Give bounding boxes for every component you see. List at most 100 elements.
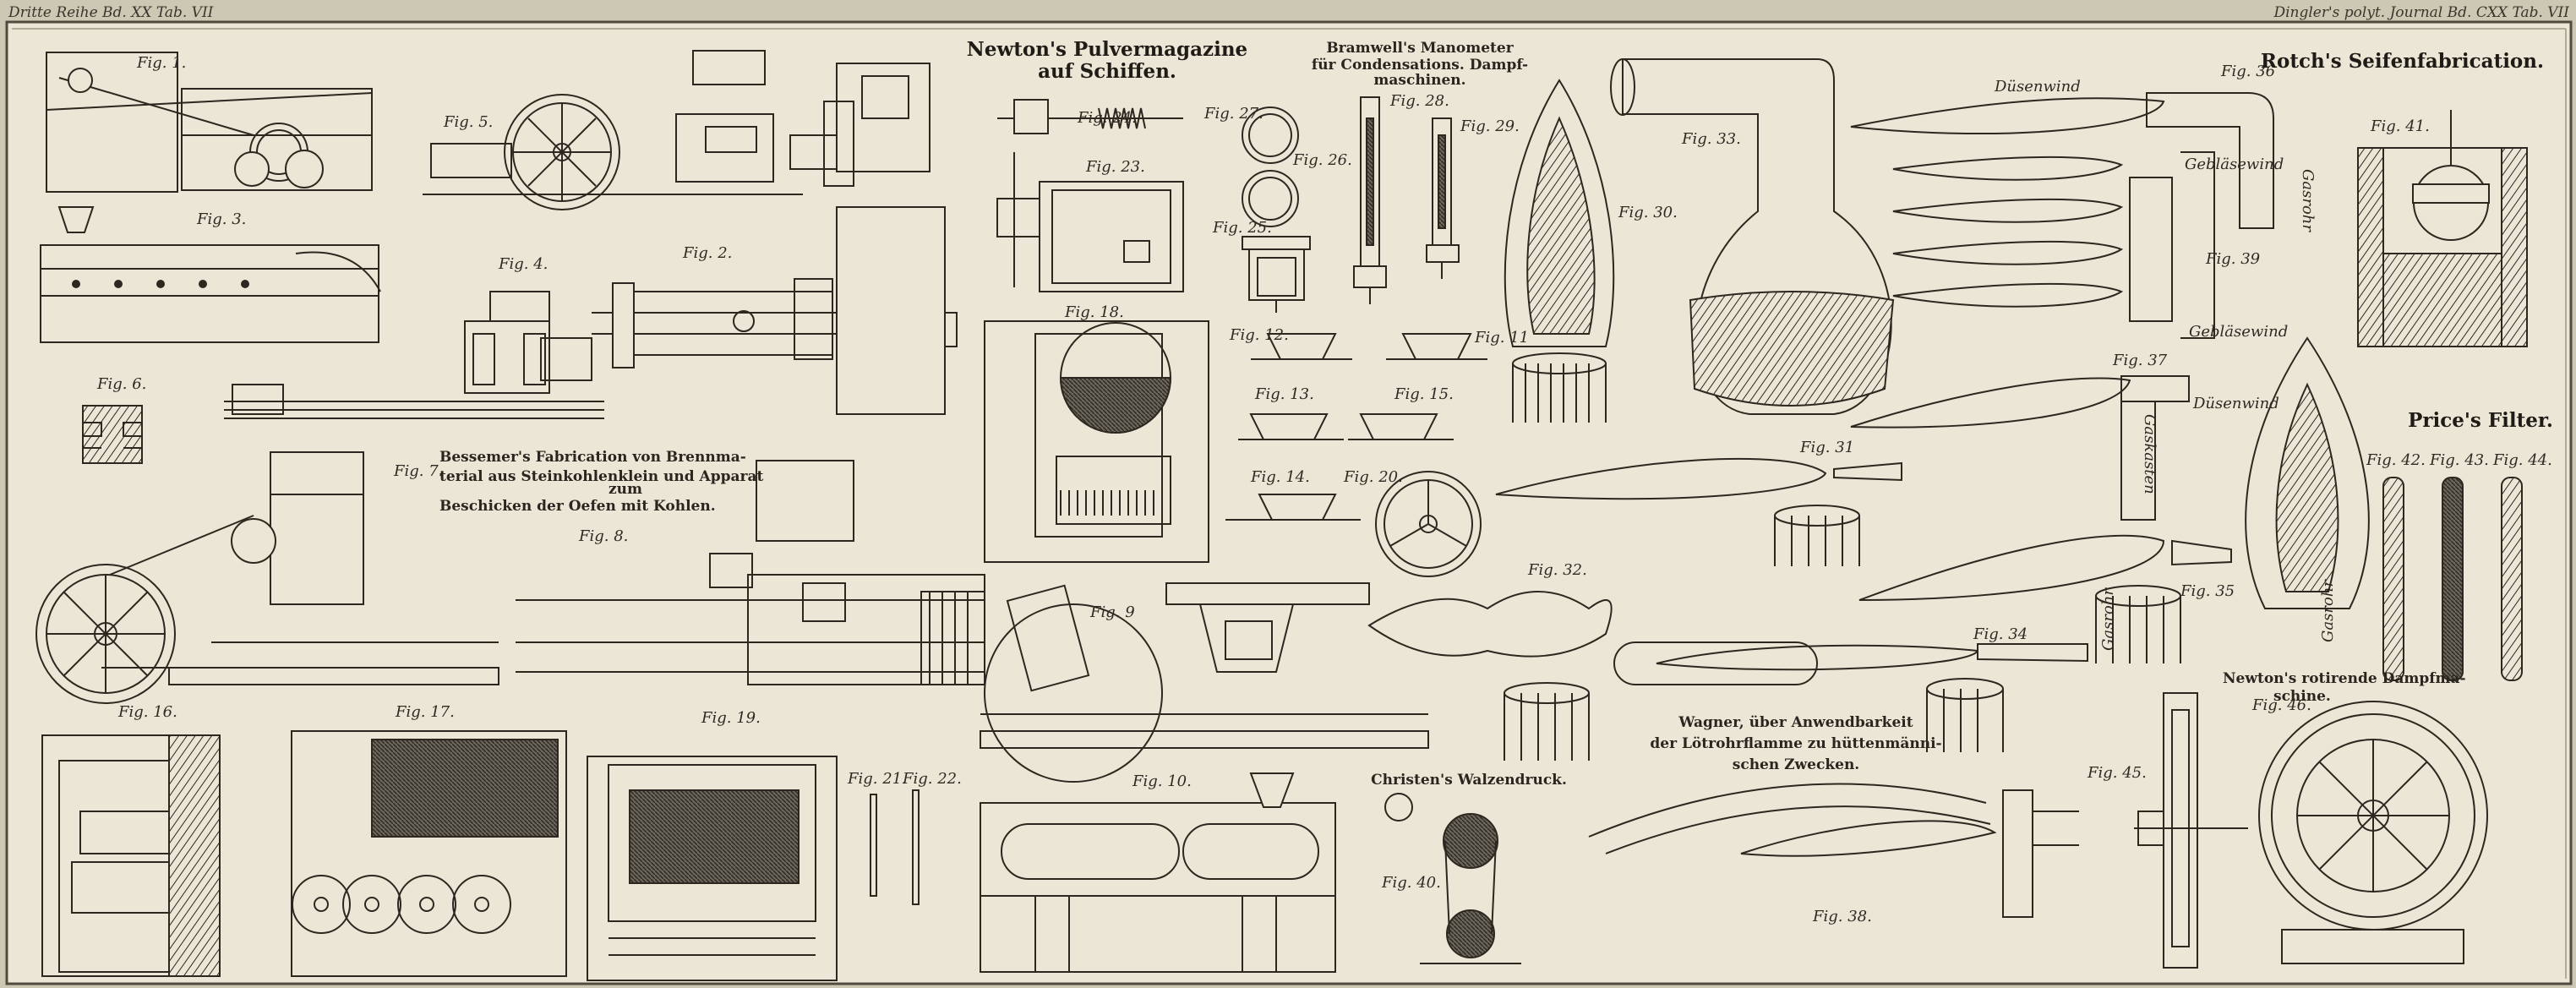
plate-header-left: Dritte Reihe Bd. XX Tab. VII bbox=[8, 4, 214, 21]
tall-frame-drawing bbox=[836, 63, 958, 415]
fig-23-label: Fig. 23. bbox=[1085, 158, 1145, 176]
fig-39-label: Fig. 39 bbox=[2205, 250, 2260, 268]
fig-11-label: Fig. 11 bbox=[1474, 329, 1529, 347]
fig-31-drawing bbox=[1495, 457, 1902, 566]
fig-11-15-drawing bbox=[1225, 333, 1487, 521]
newton-pulvermagazine-title: Newton's Pulvermagazine auf Schiffen. bbox=[967, 38, 1247, 83]
fig-7-label: Fig. 7. bbox=[393, 462, 443, 480]
fig-10-drawing bbox=[980, 772, 1336, 973]
fig-4-label: Fig. 4. bbox=[498, 255, 548, 273]
fig-40-label: Fig. 40. bbox=[1381, 874, 1441, 892]
fig-36-39-drawing bbox=[1850, 92, 2274, 339]
fig-8-label: Fig. 8. bbox=[578, 527, 628, 545]
fig-15-label: Fig. 15. bbox=[1394, 385, 1454, 403]
fig-1-label: Fig. 1. bbox=[136, 54, 186, 72]
svg-text:Newton's Pulvermagazine: Newton's Pulvermagazine bbox=[967, 38, 1247, 61]
svg-text:Bessemer's Fabrication von Bre: Bessemer's Fabrication von Brennma- bbox=[439, 449, 746, 466]
fig-31-label: Fig. 31 bbox=[1799, 439, 1854, 456]
fig-17-label: Fig. 17. bbox=[395, 703, 455, 721]
fig-1-drawing bbox=[46, 52, 373, 193]
fig-17-drawing bbox=[291, 730, 567, 977]
label-duesenwind-mid: Düsenwind bbox=[2192, 395, 2279, 412]
fig-32-drawing bbox=[1367, 591, 1613, 761]
svg-text:maschinen.: maschinen. bbox=[1373, 72, 1465, 89]
fig-45-label: Fig. 45. bbox=[2087, 764, 2147, 782]
fig-36-label: Fig. 36 bbox=[2220, 63, 2275, 80]
fig-23-drawing bbox=[996, 152, 1184, 292]
fig-22-label: Fig. 22. bbox=[902, 770, 962, 788]
fig-2-drawing bbox=[592, 278, 837, 368]
fig-38-drawing bbox=[1588, 783, 2079, 918]
svg-text:der Lötrohrflamme zu hüttenmän: der Lötrohrflamme zu hüttenmänni- bbox=[1650, 735, 1941, 752]
svg-text:Bramwell's Manometer: Bramwell's Manometer bbox=[1326, 40, 1514, 57]
fig-42-label: Fig. 42. bbox=[2366, 451, 2426, 469]
fig-28-drawing bbox=[1353, 96, 1387, 304]
fig-16-label: Fig. 16. bbox=[117, 703, 177, 721]
fig-13-label: Fig. 13. bbox=[1254, 385, 1314, 403]
fig-43-label: Fig. 43. bbox=[2429, 451, 2489, 469]
fig-7-drawing bbox=[35, 451, 499, 704]
svg-text:zum: zum bbox=[609, 481, 642, 498]
fig-4-drawing bbox=[224, 291, 604, 419]
fig-9-label: Fig. 9 bbox=[1089, 603, 1135, 621]
svg-text:Beschicken der Oefen mit Kohle: Beschicken der Oefen mit Kohlen. bbox=[439, 498, 716, 515]
fig-28-label: Fig. 28. bbox=[1389, 92, 1449, 110]
fig-16-drawing bbox=[41, 734, 221, 977]
svg-text:terial aus Steinkohlenklein un: terial aus Steinkohlenklein und Apparat bbox=[439, 468, 763, 485]
fig-19-label: Fig. 19. bbox=[701, 709, 761, 727]
fig-21-label: Fig. 21. bbox=[847, 770, 907, 788]
label-gaskasten: Gaskasten bbox=[2141, 414, 2158, 494]
fig-24-drawing bbox=[997, 99, 1183, 134]
fig-5-label: Fig. 5. bbox=[443, 113, 493, 131]
svg-text:schen Zwecken.: schen Zwecken. bbox=[1733, 756, 1859, 773]
fig-46-drawing bbox=[2258, 701, 2488, 964]
fig-42-44-drawing bbox=[2382, 477, 2523, 681]
fig-30-drawing bbox=[1504, 79, 1615, 423]
fig-45-drawing bbox=[2134, 692, 2248, 969]
fig-8-drawing bbox=[516, 460, 985, 685]
fig-33-drawing bbox=[1610, 58, 1895, 415]
fig-46-label: Fig. 46. bbox=[2251, 696, 2311, 714]
svg-text:Wagner, über Anwendbarkeit: Wagner, über Anwendbarkeit bbox=[1678, 714, 1913, 731]
fig-14-label: Fig. 14. bbox=[1250, 468, 1310, 486]
fig-41-drawing bbox=[2357, 110, 2528, 347]
fig-37-label: Fig. 37 bbox=[2112, 352, 2168, 369]
fig-5-drawing bbox=[423, 50, 854, 210]
fig-40-drawing bbox=[1384, 793, 1521, 964]
fig-34-drawing bbox=[1613, 641, 2088, 752]
svg-text:auf Schiffen.: auf Schiffen. bbox=[1038, 60, 1176, 83]
fig-26-label: Fig. 26. bbox=[1292, 151, 1352, 169]
price-filter-title: Price's Filter. bbox=[2408, 409, 2553, 432]
fig-44-label: Fig. 44. bbox=[2492, 451, 2552, 469]
label-gasrohr-flame: Gasrohr bbox=[2319, 579, 2337, 642]
fig-19-drawing bbox=[587, 756, 838, 981]
svg-text:schine.: schine. bbox=[2273, 688, 2331, 705]
fig-9-drawing bbox=[980, 582, 1429, 783]
fig-3-label: Fig. 3. bbox=[196, 210, 246, 228]
fig-29-label: Fig. 29. bbox=[1460, 117, 1520, 135]
fig-34-label: Fig. 34 bbox=[1973, 625, 2028, 643]
bramwell-title: Bramwell's Manometer für Condensations. … bbox=[1312, 40, 1528, 89]
fig-20-label: Fig. 20. bbox=[1343, 468, 1403, 486]
fig-2-label: Fig. 2. bbox=[682, 244, 732, 262]
fig-25-label: Fig. 25. bbox=[1212, 219, 1272, 237]
fig-26-27-drawing bbox=[1242, 106, 1299, 227]
fig-21-22-drawing bbox=[870, 789, 920, 905]
label-geblaesewind-upper: Gebläsewind bbox=[2185, 156, 2284, 173]
fig-3-drawing bbox=[40, 206, 381, 343]
fig-37-drawing bbox=[1850, 375, 2190, 521]
rotch-title: Rotch's Seifenfabrication. bbox=[2261, 50, 2544, 73]
label-geblaesewind-lower: Gebläsewind bbox=[2189, 323, 2288, 341]
bessemer-title: Bessemer's Fabrication von Brennma- teri… bbox=[439, 449, 763, 515]
fig-10-label: Fig. 10. bbox=[1132, 772, 1192, 790]
fig-18-drawing bbox=[984, 320, 1209, 563]
fig-33-label: Fig. 33. bbox=[1681, 130, 1741, 148]
fig-18-label: Fig. 18. bbox=[1064, 303, 1124, 321]
newton-rotirende-title: Newton's rotirende Dampfma- schine. bbox=[2223, 670, 2466, 705]
fig-35-drawing: Gasrohr bbox=[1858, 534, 2232, 663]
plate-header-right: Dingler's polyt. Journal Bd. CXX Tab. VI… bbox=[2273, 4, 2569, 21]
fig-12-label: Fig. 12. bbox=[1229, 326, 1289, 344]
svg-text:für Condensations. Dampf-: für Condensations. Dampf- bbox=[1312, 57, 1528, 74]
svg-text:Newton's rotirende Dampfma-: Newton's rotirende Dampfma- bbox=[2223, 670, 2466, 687]
